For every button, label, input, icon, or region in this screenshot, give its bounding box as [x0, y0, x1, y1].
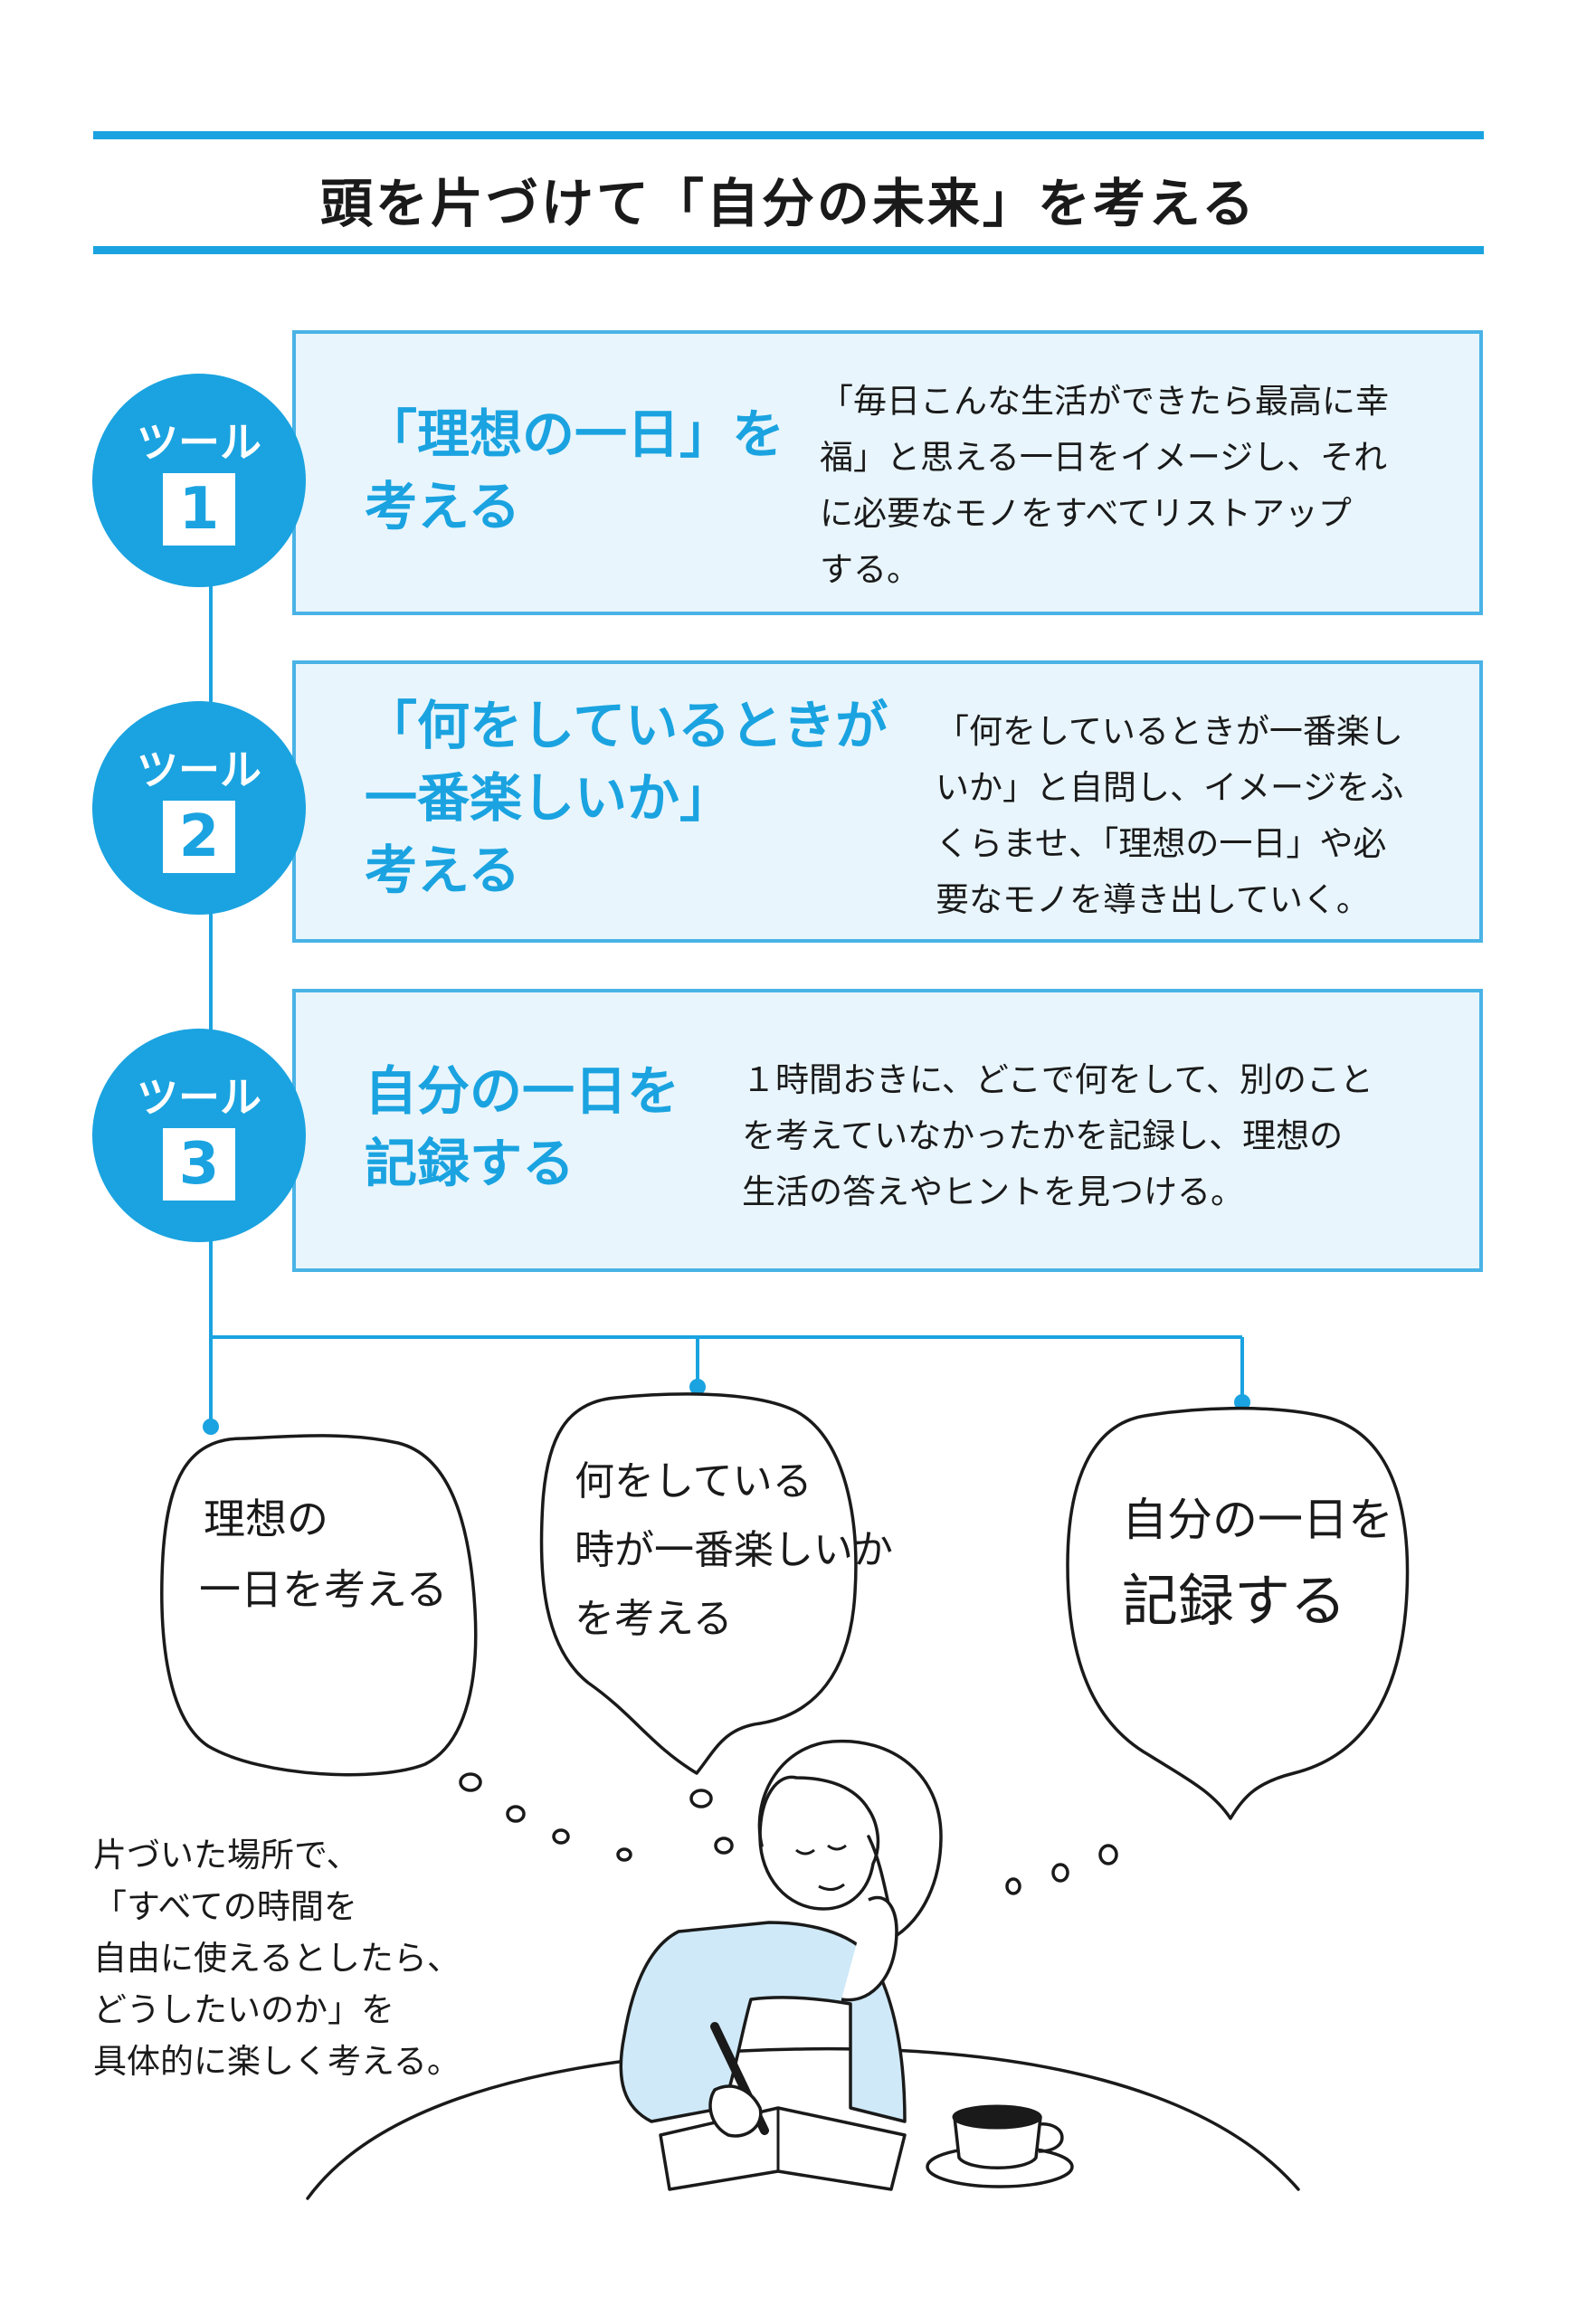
tool-2-desc-line: 「何をしているときが一番楽し	[936, 712, 1403, 751]
thought-dot	[1098, 1844, 1118, 1865]
thought-dot	[1051, 1863, 1069, 1883]
tool-1-title-line: 「理想の一日」を	[365, 403, 785, 465]
person-hand	[841, 1895, 898, 2002]
tool-1-title-line: 考える	[365, 476, 521, 537]
tool-2-title: 「何をしているときが 一番楽しいか」 考える	[365, 689, 888, 906]
thought-dot	[506, 1805, 526, 1823]
tool-2-desc-line: くらませ、「理想の一日」や必	[936, 824, 1387, 863]
writing-hand	[708, 2084, 763, 2138]
tool-2-title-line: 「何をしているときが	[365, 695, 888, 756]
tool-1-title: 「理想の一日」を 考える	[365, 398, 784, 543]
caption-line: 具体的に楽しく考える。	[93, 2042, 461, 2081]
tool-1-label: ツール	[137, 418, 261, 467]
tool-1-desc-line: する。	[820, 550, 920, 589]
tool-1-desc-line: 福」と思える一日をイメージし、それ	[820, 438, 1388, 477]
caption-line: どうしたいのか」を	[93, 1990, 394, 2029]
person-eye	[795, 1848, 815, 1856]
cup-handle	[1038, 2122, 1064, 2153]
bubble-1-text: 理想の 一日を考える	[199, 1484, 448, 1625]
bubble-2-line: 何をしている	[575, 1458, 812, 1504]
bubble-2-line: 時が一番楽しいか	[575, 1527, 893, 1573]
tool-3-desc-line: 生活の答えやヒントを見つける。	[742, 1172, 1244, 1211]
tool-3-title: 自分の一日を 記録する	[365, 1055, 679, 1200]
tool-3-title-line: 記録する	[365, 1133, 575, 1194]
tool-3-label: ツール	[137, 1073, 261, 1122]
thought-dot	[459, 1772, 482, 1792]
thought-dot	[689, 1789, 713, 1808]
thought-bubble-1	[160, 1434, 478, 1777]
header-rule-top	[93, 131, 1484, 139]
header-rule-bottom	[93, 246, 1484, 254]
person-eye	[827, 1844, 847, 1851]
thought-bubble-3	[1066, 1406, 1410, 1820]
page-title: 頭を片づけて「自分の未来」を考える	[319, 173, 1258, 234]
notebook	[659, 2106, 907, 2191]
tool-3-box	[292, 989, 1483, 1272]
person-mouth	[818, 1883, 845, 1891]
thought-bubble-2	[539, 1392, 858, 1775]
tool-2-title-line: 一番楽しいか」	[365, 767, 733, 829]
tool-1-desc-line: に必要なモノをすべてリストアップ	[820, 494, 1352, 533]
caption-line: 「すべての時間を	[93, 1887, 357, 1926]
tool-1-box	[292, 330, 1483, 615]
tool-2-desc-line: いか」と自問し、イメージをふ	[936, 768, 1404, 807]
bubble-2-line: を考える	[575, 1596, 733, 1642]
bubble-3-text: 自分の一日を 記録する	[1122, 1479, 1393, 1642]
bubble-3-line: 自分の一日を	[1122, 1494, 1393, 1546]
caption: 片づいた場所で、 「すべての時間を 自由に使えるとしたら、 どうしたいのか」を …	[93, 1829, 461, 2087]
tool-2-box	[292, 660, 1483, 943]
caption-line: 片づいた場所で、	[93, 1836, 360, 1875]
bubble-2-text: 何をしている 時が一番楽しいか を考える	[575, 1448, 893, 1654]
tool-3-badge: ツール 3	[92, 1029, 306, 1242]
tool-2-number: 2	[163, 801, 235, 873]
bubble-1-line: 一日を考える	[199, 1565, 448, 1614]
thought-dot	[1005, 1877, 1021, 1895]
person-head	[758, 1775, 880, 1911]
tool-2-title-line: 考える	[365, 840, 521, 901]
coffee-cup	[953, 2115, 1042, 2169]
tool-1-description: 「毎日こんな生活ができたら最高に幸 福」と思える一日をイメージし、それ に必要な…	[820, 374, 1389, 598]
tool-3-number: 3	[163, 1128, 235, 1201]
bubble-3-line: 記録する	[1122, 1568, 1347, 1634]
tool-2-label: ツール	[137, 745, 261, 794]
thought-dot	[552, 1828, 570, 1845]
caption-line: 自由に使えるとしたら、	[93, 1939, 461, 1978]
tool-2-description: 「何をしているときが一番楽し いか」と自問し、イメージをふ くらませ、「理想の一…	[936, 704, 1403, 928]
tool-3-title-line: 自分の一日を	[365, 1060, 680, 1122]
bubble-1-line: 理想の	[204, 1495, 328, 1543]
tool-3-desc-line: １時間おきに、どこで何をして、別のこと	[742, 1060, 1373, 1099]
tool-3-desc-line: を考えていなかったかを記録し、理想の	[742, 1116, 1344, 1155]
tool-1-desc-line: 「毎日こんな生活ができたら最高に幸	[820, 382, 1389, 421]
tool-2-badge: ツール 2	[92, 701, 306, 915]
thought-dot	[714, 1837, 734, 1855]
table-edge	[306, 2046, 1300, 2200]
tool-2-desc-line: 要なモノを導き出していく。	[936, 880, 1370, 919]
tool-3-description: １時間おきに、どこで何をして、別のこと を考えていなかったかを記録し、理想の 生…	[742, 1052, 1373, 1220]
tool-1-number: 1	[163, 473, 235, 546]
thought-dot	[616, 1847, 632, 1862]
tool-1-badge: ツール 1	[92, 374, 306, 587]
